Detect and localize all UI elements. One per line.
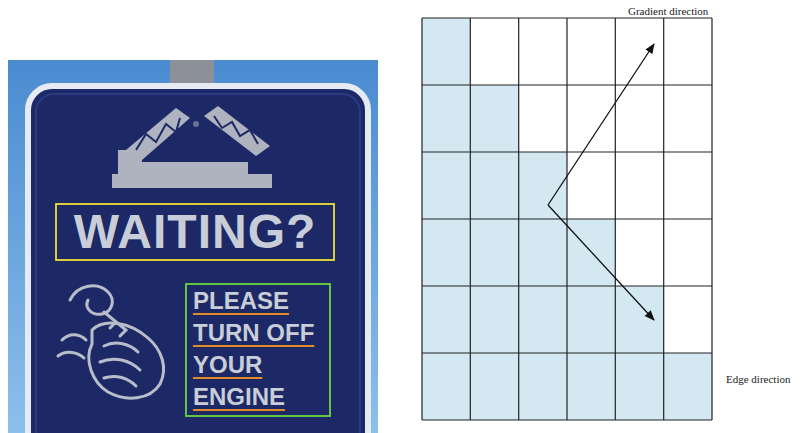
bridge-leaf-left <box>126 108 190 160</box>
gradient-arrow <box>548 44 654 205</box>
text-region-box: PLEASE TURN OFF YOUR ENGINE <box>185 283 331 417</box>
sign-text: WAITING? <box>74 205 317 259</box>
sign-photo <box>8 60 378 433</box>
key-head <box>70 286 112 314</box>
hand-key-symbol <box>58 286 164 398</box>
text-region-box: WAITING? <box>55 203 335 261</box>
truss-line <box>136 118 180 150</box>
hand-outline <box>89 323 164 398</box>
sign-board <box>28 86 368 433</box>
shaded-pixels <box>422 18 712 420</box>
sign-text: PLEASE TURN OFF YOUR ENGINE <box>193 285 325 413</box>
pixel-grid <box>422 18 712 420</box>
axis-label: Gradient direction <box>628 5 708 17</box>
sign-bolt <box>193 121 199 127</box>
bridge-leaf-right <box>204 106 270 156</box>
hand-fingers <box>100 343 140 386</box>
axis-label: Edge direction <box>726 373 790 385</box>
sign-inner-rim <box>36 94 360 433</box>
edge-arrow <box>548 205 654 320</box>
bridge-symbol <box>112 106 272 188</box>
truss-line <box>214 116 258 144</box>
bridge-lattice <box>136 116 258 150</box>
grid-lines <box>422 18 712 420</box>
hand-lines <box>58 335 86 358</box>
